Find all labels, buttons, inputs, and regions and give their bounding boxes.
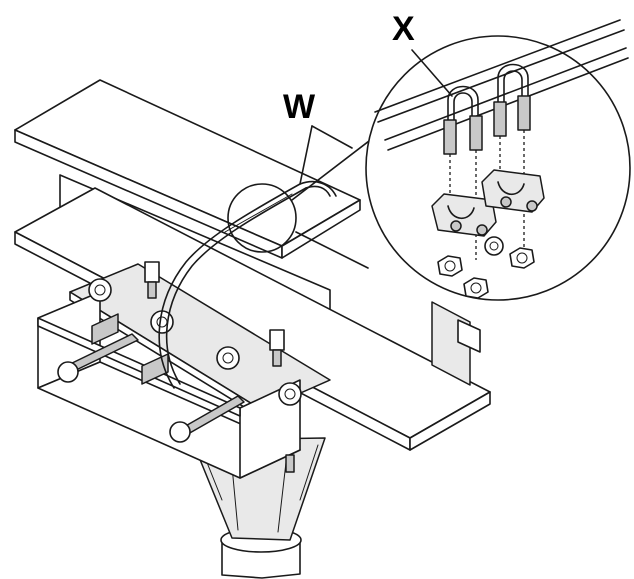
detail-nuts	[437, 247, 535, 299]
threaded-rods	[65, 333, 245, 435]
label-x-group: X	[392, 10, 453, 97]
label-w-group: W	[283, 88, 353, 185]
detail-view	[365, 19, 631, 301]
vertical-bolts	[144, 261, 295, 473]
saddle-2	[481, 169, 545, 213]
plate-nuts	[57, 278, 302, 443]
label-w: W	[283, 88, 316, 126]
u-bolt-2	[493, 63, 531, 137]
label-x: X	[392, 10, 415, 48]
saddle-1	[431, 193, 497, 237]
